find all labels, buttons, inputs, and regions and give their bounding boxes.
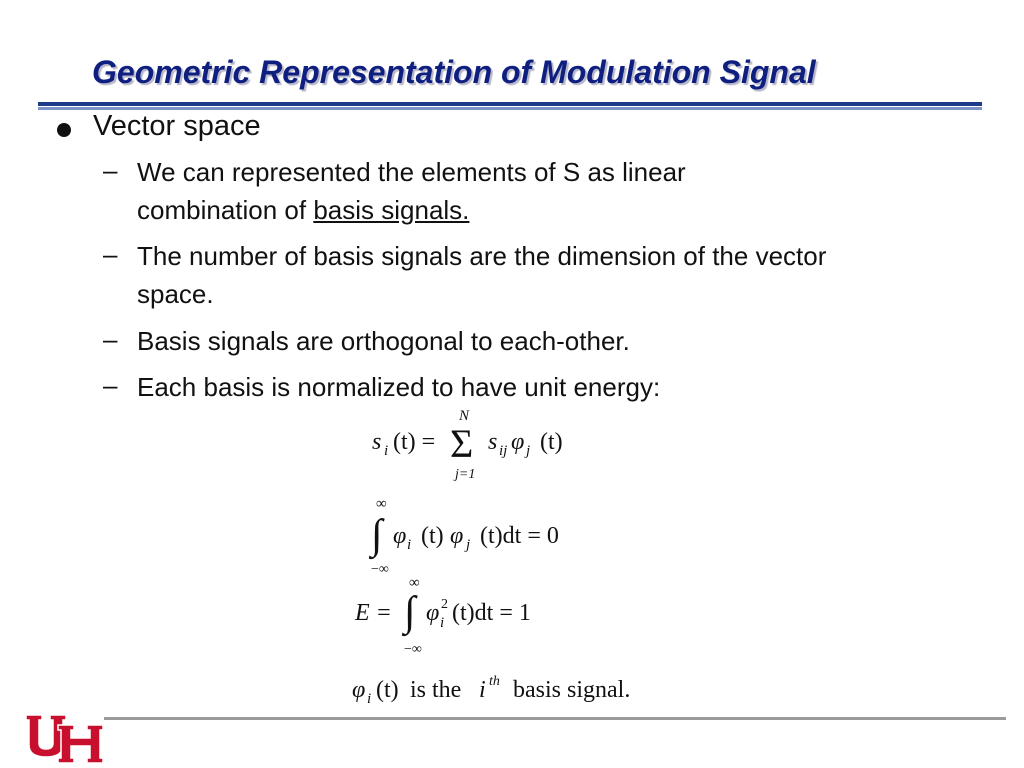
eq1-term-sub: ij — [499, 443, 507, 459]
phi-icon: φ — [450, 523, 463, 549]
eq4-text2: basis signal. — [513, 677, 630, 703]
footer-rule — [104, 717, 1006, 720]
bullet-vector-space: Vector space — [93, 110, 261, 142]
sub-bullet-1-line2: combination of basis signals. — [137, 191, 686, 229]
eq3-sub: i — [440, 615, 444, 631]
sub-bullet-4: Each basis is normalized to have unit en… — [137, 372, 661, 402]
eq3-lower: −∞ — [404, 642, 422, 657]
integral-icon: ∫ — [401, 589, 418, 637]
sub-bullet-2-line2: space. — [137, 279, 214, 309]
eq4-sup: th — [489, 674, 500, 689]
sub-bullet-2: The number of basis signals are the dime… — [137, 237, 826, 313]
integral-icon: ∫ — [368, 512, 385, 560]
phi-icon: φ — [511, 429, 524, 455]
eq2-lower: −∞ — [371, 562, 389, 577]
dash-2: – — [103, 239, 118, 269]
sub-bullet-1-line1: We can represented the elements of S as … — [137, 157, 686, 187]
sub-bullet-3: Basis signals are orthogonal to each-oth… — [137, 326, 630, 356]
uh-logo-icon — [25, 714, 104, 764]
eq1-lhs-arg: (t) = — [393, 429, 435, 455]
eq2-mid: (t) — [421, 523, 444, 549]
eq1-sum-bottom: j=1 — [453, 467, 475, 482]
equation-orthogonality: ∞ ∫ −∞ φ i (t) φ j (t)dt = 0 — [368, 496, 559, 577]
eq1-phi-sub: j — [524, 443, 530, 459]
phi-icon: φ — [426, 600, 439, 626]
eq4-i: i — [479, 677, 486, 703]
bullet-dot-icon — [57, 123, 71, 137]
slide-title: Geometric Representation of Modulation S… — [92, 54, 816, 90]
sigma-icon: Σ — [450, 421, 473, 466]
sub-bullet-1-prefix: combination of — [137, 195, 314, 225]
sub-bullet-1: We can represented the elements of S as … — [137, 153, 686, 229]
dash-4: – — [103, 370, 118, 400]
eq2-phi1-sub: i — [407, 537, 411, 553]
eq4-text1: is the — [410, 677, 461, 703]
eq3-sup: 2 — [441, 597, 448, 612]
eq4-arg: (t) — [376, 677, 399, 703]
title-underline — [38, 102, 982, 106]
basis-signals-link[interactable]: basis signals. — [313, 195, 470, 225]
eq4-phi-sub: i — [367, 691, 371, 707]
eq1-lhs: s — [372, 429, 381, 455]
equation-definition: φ i (t) is the i th basis signal. — [352, 674, 630, 707]
phi-icon: φ — [393, 523, 406, 549]
equation-signal-expansion: s i (t) = N Σ j=1 s ij φ j (t) — [372, 408, 563, 482]
eq3-rest: (t)dt = 1 — [452, 600, 531, 626]
eq1-sum-top: N — [458, 408, 470, 424]
eq2-rest: (t)dt = 0 — [480, 523, 559, 549]
eq3-lhs: E = — [354, 600, 392, 626]
eq1-lhs-sub: i — [384, 443, 388, 459]
title-underline-light — [38, 107, 982, 110]
phi-icon: φ — [352, 677, 365, 703]
dash-1: – — [103, 155, 118, 185]
dash-3: – — [103, 324, 118, 354]
equation-unit-energy: E = ∞ ∫ −∞ φ 2 i (t)dt = 1 — [354, 575, 531, 657]
eq2-phi2-sub: j — [464, 537, 470, 553]
eq1-term: s — [488, 429, 497, 455]
sub-bullet-2-line1: The number of basis signals are the dime… — [137, 241, 827, 271]
eq3-upper: ∞ — [409, 575, 420, 591]
eq1-arg: (t) — [540, 429, 563, 455]
eq2-upper: ∞ — [376, 496, 387, 512]
